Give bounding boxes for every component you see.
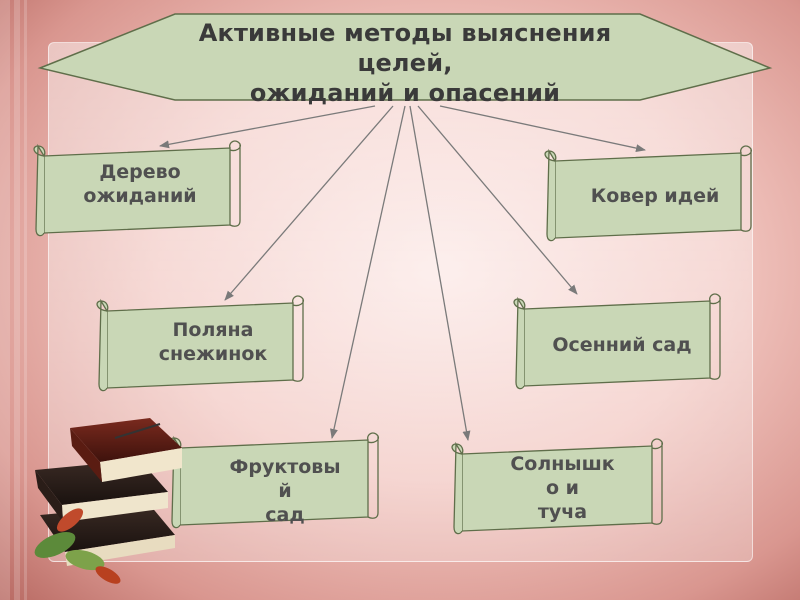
scroll-box-kover [544, 145, 753, 242]
scroll-box-solnyshko [451, 438, 664, 535]
decor-stripe [24, 0, 27, 600]
decor-stripe [0, 0, 10, 600]
decor-stripe [14, 0, 20, 600]
node-text: снежинок [158, 343, 268, 365]
node-text: Дерево [99, 161, 181, 183]
arrow-to-solnyshko [409, 105, 471, 441]
books-illustration [34, 418, 182, 584]
arrow-to-fruktoviy [330, 105, 406, 439]
scroll-box-osenniy [513, 293, 722, 390]
arrow-to-polyana [224, 105, 394, 301]
title-line: ожиданий и опасений [249, 79, 561, 107]
node-text: Фруктовы [229, 456, 341, 478]
node-kover-label: Ковер идей [565, 184, 745, 208]
node-text: й [278, 480, 292, 502]
node-text: о и [546, 477, 579, 499]
node-text: Солнышк [510, 453, 615, 475]
arrows [159, 105, 646, 441]
scroll-box-derevo [33, 140, 242, 237]
node-fruktoviy-label: Фруктовы й сад [200, 455, 370, 527]
node-text: туча [537, 501, 588, 523]
arrow-to-osenniy [417, 105, 578, 295]
title-line: целей, [357, 49, 453, 77]
diagram-title: Активные методы выяснения целей, ожидани… [160, 18, 650, 108]
node-text: ожиданий [83, 185, 197, 207]
node-osenniy-label: Осенний сад [527, 333, 717, 357]
title-banner [37, 13, 773, 101]
title-line: Активные методы выяснения [198, 19, 612, 47]
node-text: Поляна [172, 319, 254, 341]
node-derevo-label: Дерево ожиданий [50, 160, 230, 208]
scroll-box-polyana [96, 295, 305, 392]
node-polyana-label: Поляна снежинок [138, 318, 288, 366]
node-text: сад [265, 504, 305, 526]
node-text: Осенний сад [552, 334, 692, 356]
node-text: Ковер идей [590, 185, 720, 207]
arrow-to-derevo [159, 105, 376, 149]
node-solnyshko-label: Солнышк о и туча [480, 452, 645, 524]
arrow-to-kover [439, 105, 646, 153]
